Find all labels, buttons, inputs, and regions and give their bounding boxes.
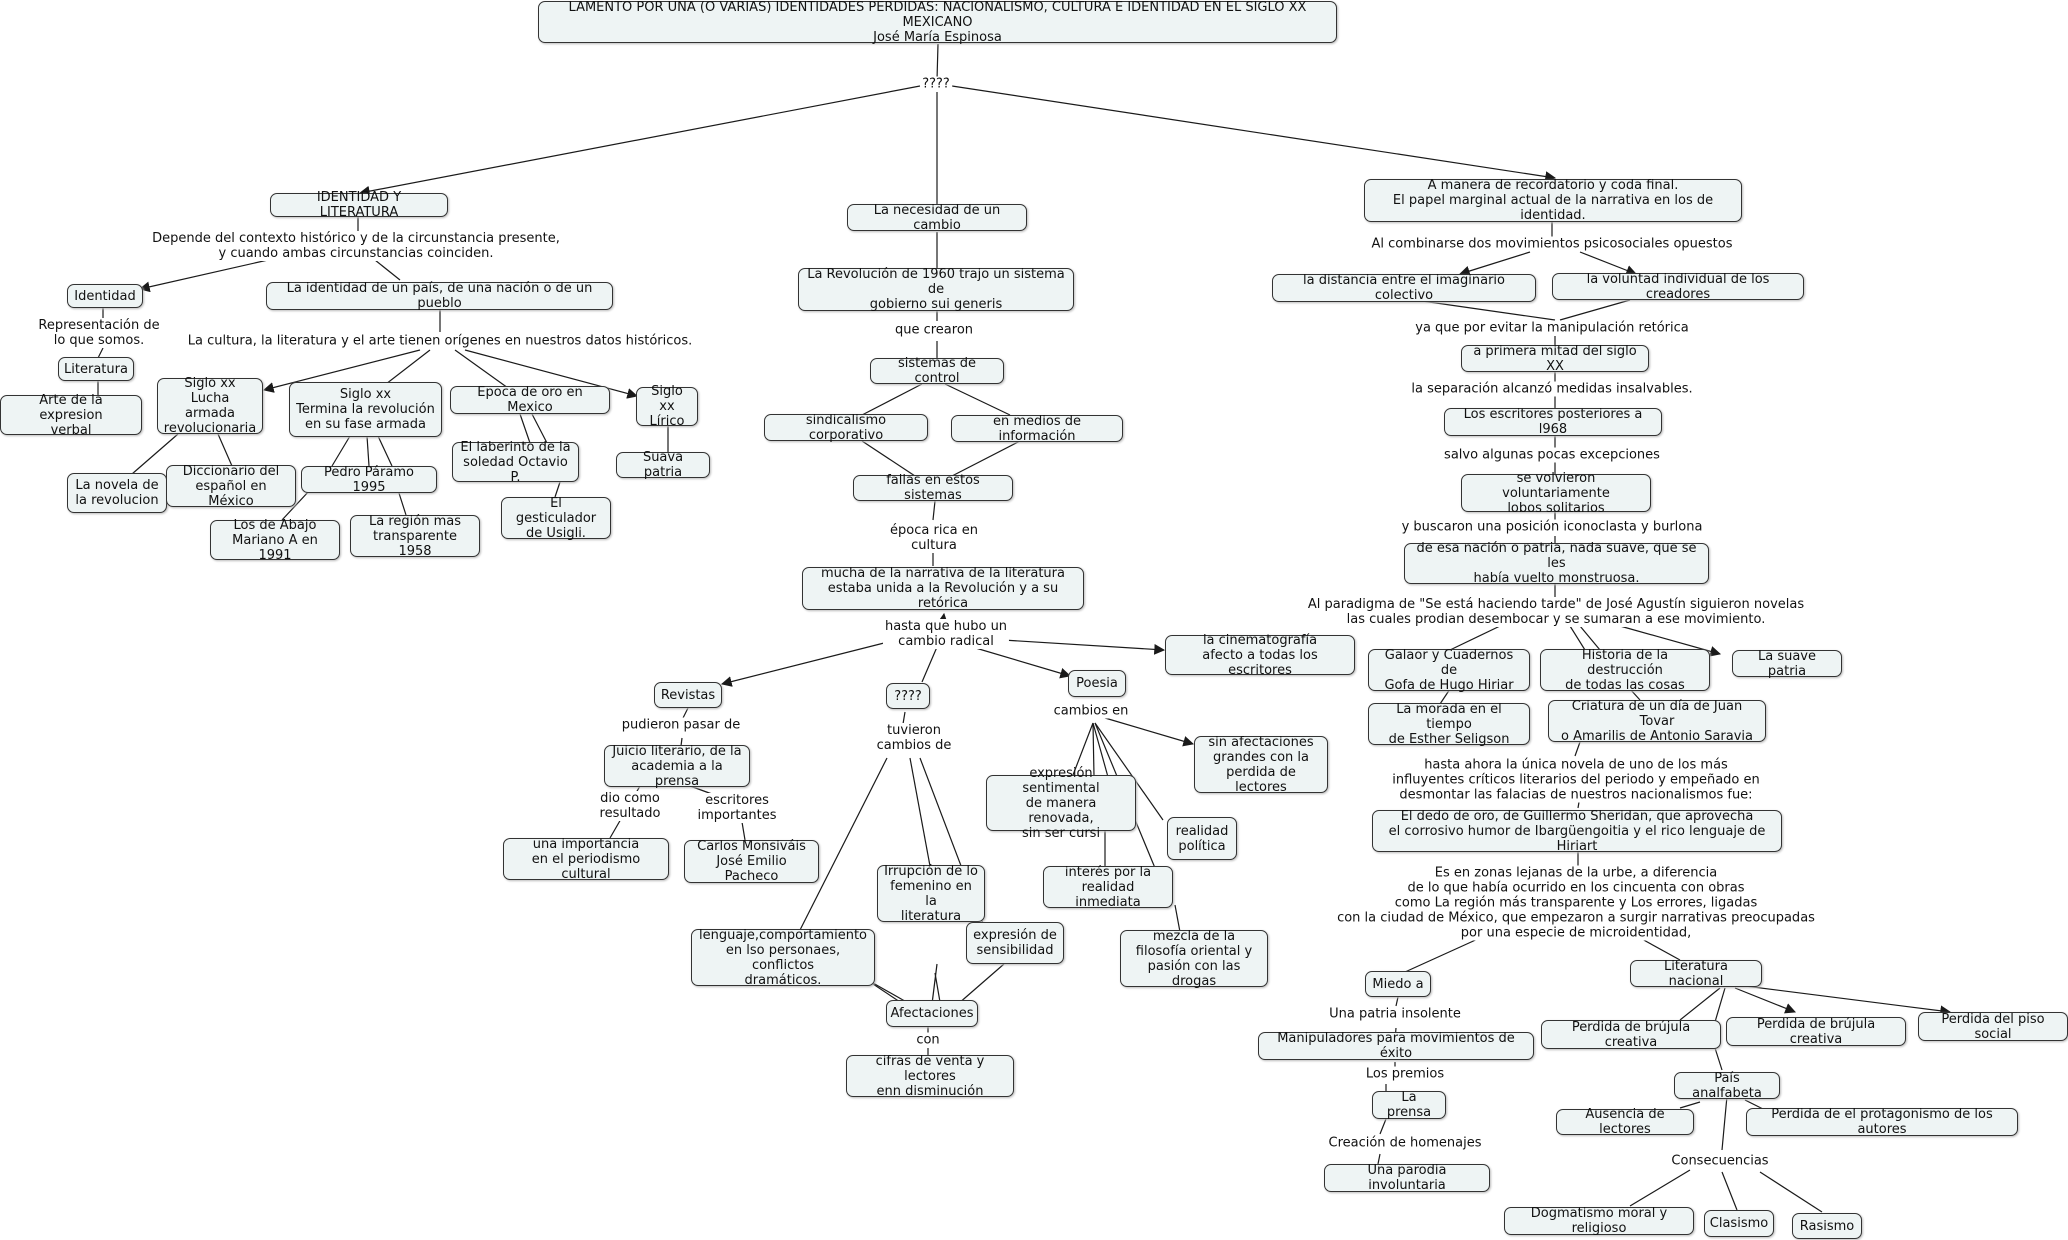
node-narrativa-unida[interactable]: mucha de la narrativa de la literatura e…	[802, 566, 1084, 611]
link-label-creacion-homenajes: Creación de homenajes	[1326, 1135, 1484, 1151]
node-cifras-venta[interactable]: cifras de venta y lectores enn disminuci…	[846, 1054, 1014, 1099]
node-la-prensa[interactable]: La prensa	[1372, 1090, 1446, 1120]
node-criatura-dia[interactable]: Criatura de un día de Juan Tovar o Amari…	[1548, 699, 1766, 744]
node-dedo-oro[interactable]: El dedo de oro, de Guillermo Sheridan, q…	[1372, 809, 1782, 854]
node-los-de-abajo[interactable]: Los de Abajo Mariano A en 1991	[210, 518, 340, 563]
link-label-patria-insolente: Una patria insolente	[1327, 1006, 1463, 1022]
node-mezcla-filosofia[interactable]: mezcla de la filosofía oriental y pasión…	[1120, 929, 1268, 989]
node-literatura[interactable]: Literatura	[58, 357, 134, 381]
link-label-tuvieron-cambios: tuvieron cambios de	[874, 723, 954, 753]
node-escritores-posteriores[interactable]: Los escritores posteriores a l968	[1444, 407, 1662, 437]
link-label-buscaron: y buscaron una posición iconoclasta y bu…	[1399, 519, 1705, 535]
node-clasismo[interactable]: Clasismo	[1704, 1210, 1774, 1237]
node-importancia-periodismo[interactable]: una importancia en el periodismo cultura…	[503, 837, 669, 882]
node-novela-revolucion[interactable]: La novela de la revolucion	[67, 473, 167, 513]
node-volvieron-lobos[interactable]: se volvieron voluntariamente lobos solit…	[1461, 471, 1651, 516]
node-galaor-cuadernos[interactable]: Galaor y Cuadernos de Gofa de Hugo Hiria…	[1368, 648, 1530, 693]
link-label-separacion: la separación alcanzó medidas insalvable…	[1409, 381, 1695, 397]
node-recordatorio-coda[interactable]: A manera de recordatorio y coda final. E…	[1364, 178, 1742, 223]
link-label-que-crearon: que crearon	[892, 322, 976, 338]
link-label-con: con	[914, 1032, 942, 1048]
link-label-hasta-ahora: hasta ahora la única novela de uno de lo…	[1390, 757, 1762, 803]
node-literatura-nacional[interactable]: Literatura nacional	[1630, 959, 1762, 989]
node-revolucion-1960[interactable]: La Revolución de 1960 trajo un sistema d…	[798, 267, 1074, 312]
node-diccionario[interactable]: Diccionario del español en México	[166, 464, 296, 509]
node-perdida-protagonismo[interactable]: Perdida de el protagonismo de los autore…	[1746, 1107, 2018, 1137]
node-dogmatismo[interactable]: Dogmatismo moral y religioso	[1504, 1206, 1694, 1236]
link-label-dio-como: dio como resultado	[597, 791, 663, 821]
node-identidad-y-literatura[interactable]: IDENTIDAD Y LITERATURA	[270, 190, 448, 220]
node-revistas[interactable]: Revistas	[654, 682, 722, 708]
node-juicio-literario[interactable]: Juicio literario, de la academia a la pr…	[604, 744, 750, 789]
node-siglo-xx-lucha-armada[interactable]: Siglo xx Lucha armada revolucionaria	[157, 376, 263, 436]
node-pedro-paramo[interactable]: Pedro Páramo 1995	[301, 465, 437, 495]
node-medios-informacion[interactable]: en medios de información	[951, 414, 1123, 444]
map-title: LAMENTO POR UNA (O VARIAS) IDENTIDADES P…	[538, 0, 1337, 45]
link-label-cambios-en: cambios en	[1051, 703, 1131, 719]
node-voluntad-individual[interactable]: la voluntad individual de los creadores	[1552, 272, 1804, 302]
node-irrupcion-femenino[interactable]: Irrupción de lo femenino en la literatur…	[877, 864, 985, 924]
node-lenguaje-comportamiento[interactable]: lenguaje,comportamiento en lso personaes…	[691, 928, 875, 988]
link-label-cultura-origenes: La cultura, la literatura y el arte tien…	[185, 333, 695, 349]
link-label-escritores-importantes: escritores importantes	[695, 793, 779, 823]
node-la-suave-patria[interactable]: La suave patria	[1732, 649, 1842, 679]
node-morada-tiempo[interactable]: La morada en el tiempo de Esther Seligso…	[1368, 702, 1530, 747]
link-label-representacion: Representación de lo que somos.	[36, 318, 162, 348]
node-epoca-de-oro[interactable]: Epoca de oro en Mexico	[450, 385, 610, 415]
node-sin-afectaciones[interactable]: sin afectaciones grandes con la perdida …	[1194, 735, 1328, 795]
node-perdida-brujula-1[interactable]: Perdida de brújula creativa	[1541, 1020, 1721, 1050]
link-label-question: ????	[920, 76, 952, 92]
node-poesia[interactable]: Poesia	[1068, 670, 1126, 697]
node-fallas-sistemas[interactable]: fallas en estos sistemas	[853, 473, 1013, 503]
node-manipuladores[interactable]: Manipuladores para movimientos de éxito	[1258, 1031, 1534, 1061]
node-monsivais-pacheco[interactable]: Carlos Monsiváis José Emilio Pacheco	[684, 839, 819, 884]
node-expresion-sentimental[interactable]: expresión sentimental de manera renovada…	[986, 766, 1136, 841]
node-historia-destruccion[interactable]: Historia de la destrucción de todas las …	[1540, 648, 1710, 693]
node-perdida-piso-social[interactable]: Perdida del piso social	[1918, 1012, 2068, 1042]
node-parodia-involuntaria[interactable]: Una parodia involuntaria	[1324, 1163, 1490, 1193]
link-label-epoca-rica: época rica en cultura	[888, 523, 980, 553]
node-nacion-patria[interactable]: de esa nación o patria, nada suave, que …	[1404, 541, 1709, 586]
node-sindicalismo[interactable]: sindicalismo corporativo	[764, 413, 928, 443]
node-primera-mitad[interactable]: a primera mitad del siglo XX	[1461, 344, 1649, 374]
node-miedo-a[interactable]: Miedo a	[1365, 971, 1431, 997]
link-label-hasta-que: hasta que hubo un cambio radical	[882, 619, 1010, 649]
link-label-al-combinarse: Al combinarse dos movimientos psicosocia…	[1369, 236, 1735, 252]
node-siglo-xx-lirico[interactable]: Siglo xx Lírico	[636, 384, 698, 429]
node-cinematografia[interactable]: la cinematografía afecto a todas los esc…	[1165, 633, 1355, 678]
node-suava-patria[interactable]: Suava patria	[616, 450, 710, 480]
node-arte-expresion-verbal[interactable]: Arte de la expresion verbal	[0, 393, 142, 438]
node-siglo-xx-termina-revolucion[interactable]: Siglo xx Termina la revolución en su fas…	[289, 382, 442, 437]
node-expresion-sensibilidad[interactable]: expresión de sensibilidad	[966, 922, 1064, 964]
link-label-los-premios: Los premios	[1363, 1066, 1447, 1082]
node-region-transparente[interactable]: La región mas transparente 1958	[350, 514, 480, 559]
node-ausencia-lectores[interactable]: Ausencia de lectores	[1556, 1107, 1694, 1137]
node-question-mid[interactable]: ????	[886, 683, 930, 709]
node-distancia-imaginario[interactable]: la distancia entre el imaginario colecti…	[1272, 273, 1536, 303]
link-label-salvo: salvo algunas pocas excepciones	[1442, 447, 1662, 463]
node-gesticulador[interactable]: El gesticulador de Usigli.	[501, 496, 611, 541]
link-label-depende-contexto: Depende del contexto histórico y de la c…	[150, 231, 562, 261]
node-afectaciones[interactable]: Afectaciones	[886, 1000, 978, 1027]
link-label-paradigma: Al paradigma de "Se está haciendo tarde"…	[1305, 597, 1807, 627]
link-label-zonas-lejanas: Es en zonas lejanas de la urbe, a difere…	[1335, 865, 1817, 941]
node-interes-realidad[interactable]: interés por la realidad inmediata	[1043, 865, 1173, 910]
node-identidad[interactable]: Identidad	[67, 284, 143, 308]
link-label-ya-que: ya que por evitar la manipulación retóri…	[1413, 320, 1691, 336]
node-sistemas-control[interactable]: sistemas de control	[870, 356, 1004, 386]
node-pais-analfabeta[interactable]: País analfabeta	[1674, 1071, 1780, 1101]
node-necesidad-cambio[interactable]: La necesidad de un cambio	[847, 203, 1027, 233]
link-label-consecuencias: Consecuencias	[1669, 1153, 1771, 1169]
node-perdida-brujula-2[interactable]: Perdida de brújula creativa	[1726, 1017, 1906, 1047]
node-rasismo[interactable]: Rasismo	[1792, 1213, 1862, 1239]
node-identidad-pais[interactable]: La identidad de un país, de una nación o…	[266, 281, 613, 311]
node-laberinto-soledad[interactable]: El laberinto de la soledad Octavio P.	[452, 440, 579, 485]
node-realidad-politica[interactable]: realidad política	[1167, 817, 1237, 860]
link-label-pudieron-pasar: pudieron pasar de	[619, 717, 743, 733]
